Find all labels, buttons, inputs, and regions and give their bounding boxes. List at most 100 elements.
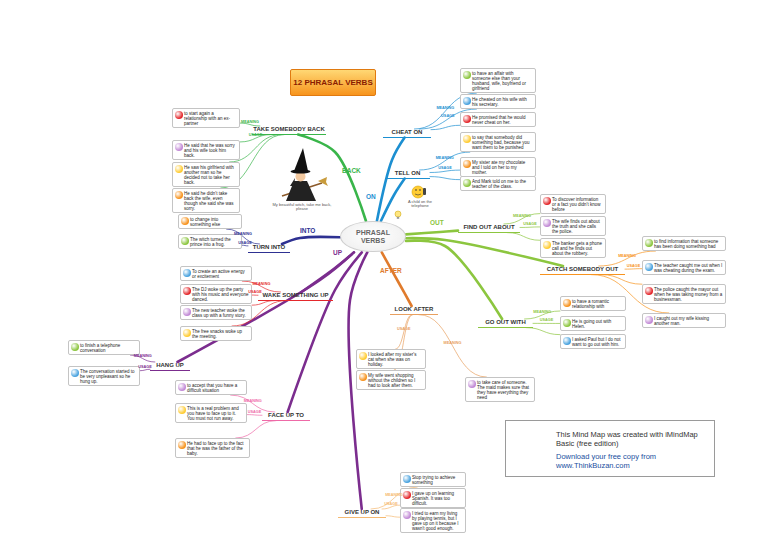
node-text: To create an active energy or excitement bbox=[192, 269, 249, 279]
phrasal-verb-branch: CHEAT ON bbox=[383, 129, 431, 138]
node-text: FACE UP TO bbox=[262, 412, 310, 419]
node-text: He said he didn't take back the wife, ev… bbox=[184, 191, 237, 211]
node-text: He had to face up to the fact that he wa… bbox=[187, 441, 247, 456]
example-card: to accept that you have a difficult situ… bbox=[175, 380, 247, 395]
phrasal-verb-branch: CATCH SOMEBODY OUT bbox=[540, 266, 625, 275]
node-text: to have an affair with someone else than… bbox=[472, 71, 533, 91]
branch-word: OUT bbox=[430, 220, 444, 227]
branch-tag: USAGE bbox=[627, 265, 641, 269]
node-text: And Mark told on me to the teacher of th… bbox=[472, 179, 533, 189]
example-card: This is a real problem and you have to f… bbox=[175, 403, 247, 423]
branch-tag: MEANING bbox=[436, 107, 454, 111]
node-text: to find information that someone has bee… bbox=[654, 239, 723, 249]
example-card: The free snacks woke up the meeting. bbox=[180, 326, 252, 341]
phrasal-verb-branch: HANG UP bbox=[150, 362, 190, 371]
main-branch bbox=[377, 138, 405, 221]
branch-word: INTO bbox=[300, 228, 315, 235]
sub-branch bbox=[520, 226, 540, 228]
node-text: to finish a telephone conversation bbox=[80, 343, 137, 353]
sub-branch bbox=[601, 275, 642, 285]
node-text: FIND OUT ABOUT bbox=[458, 224, 520, 231]
phrasal-verb-branch: TAKE SOMEBODY BACK bbox=[252, 126, 326, 135]
title-box: 12 PHRASAL VERBS bbox=[290, 69, 376, 96]
node-text: I caught out my wife kissing another man… bbox=[654, 316, 723, 326]
example-card: And Mark told on me to the teacher of th… bbox=[460, 176, 536, 191]
node-text: He cheated on his wife with his secretar… bbox=[472, 97, 533, 107]
example-card: to find information that someone has bee… bbox=[642, 236, 726, 251]
sub-branch bbox=[533, 323, 560, 324]
example-card: The conversation started to be very unpl… bbox=[68, 366, 140, 386]
node-text: He said that he was sorry and his wife t… bbox=[184, 143, 237, 158]
phone-emoji bbox=[412, 186, 426, 198]
node-text: CATCH SOMEBODY OUT bbox=[540, 266, 625, 273]
branch-tag: USAGE bbox=[438, 167, 452, 171]
central-topic: PHRASAL VERBS bbox=[340, 221, 406, 252]
node-text: The conversation started to be very unpl… bbox=[80, 369, 137, 384]
example-card: He had to face up to the fact that he wa… bbox=[175, 438, 250, 458]
example-card: The teacher caught me out when I was che… bbox=[642, 260, 726, 275]
sub-branch bbox=[625, 268, 642, 269]
picture-caption: A child on the telephone bbox=[400, 200, 440, 208]
sub-branch bbox=[526, 328, 560, 335]
example-card: The new teacher woke the class up with a… bbox=[180, 305, 252, 320]
sub-branch bbox=[386, 516, 400, 517]
node-text: to accept that you have a difficult situ… bbox=[187, 383, 244, 393]
witch-illustration bbox=[282, 148, 328, 201]
node-text: This Mind Map was created with iMindMap … bbox=[556, 430, 706, 448]
node-text: to say that somebody did something bad, … bbox=[472, 135, 533, 150]
sub-branch bbox=[430, 170, 460, 172]
node-text: He saw his girlfriend with another man s… bbox=[184, 165, 237, 185]
example-card: He said he didn't take back the wife, ev… bbox=[172, 188, 240, 213]
node-text: The new teacher woke the class up with a… bbox=[192, 308, 249, 318]
example-card: He promised that he would never cheat on… bbox=[460, 112, 536, 127]
sub-branch bbox=[140, 369, 150, 370]
picture-caption: My beautiful witch, take me back, please bbox=[272, 203, 332, 211]
branch-tag: MEANING bbox=[252, 282, 270, 286]
node-text: Download your free copy from www.ThinkBu… bbox=[556, 452, 706, 470]
node-text: TURN INTO bbox=[248, 244, 290, 251]
example-card: I gave up on learning Spanish. It was to… bbox=[400, 488, 466, 508]
example-card: The police caught the mayor out when he … bbox=[642, 284, 726, 304]
example-card: I caught out my wife kissing another man… bbox=[642, 313, 726, 328]
node-text: The witch turned the prince into a frog. bbox=[190, 237, 239, 247]
example-card: To discover information or a fact you di… bbox=[540, 194, 606, 214]
example-card: He saw his girlfriend with another man s… bbox=[172, 162, 240, 187]
node-text: I tried to earn my living by playing ten… bbox=[412, 511, 463, 531]
sub-branch bbox=[431, 125, 460, 129]
node-text: The wife finds out about the truth and s… bbox=[552, 219, 603, 234]
node-text: I asked Paul but I do not want to go out… bbox=[572, 337, 623, 347]
example-card: to change into something else bbox=[178, 214, 242, 229]
node-text: PHRASAL VERBS bbox=[344, 229, 402, 244]
example-card: The witch turned the prince into a frog. bbox=[178, 234, 242, 249]
node-text: to start again a relationship with an ex… bbox=[184, 111, 237, 126]
main-branch bbox=[382, 252, 412, 306]
example-card: The banker gets a phone call and he find… bbox=[540, 238, 606, 258]
example-card: The DJ woke up the party with his music … bbox=[180, 284, 252, 304]
example-card: to start again a relationship with an ex… bbox=[172, 108, 240, 128]
idea-bulb bbox=[395, 211, 401, 219]
sub-branch bbox=[507, 233, 540, 241]
phrasal-verb-branch: FACE UP TO bbox=[262, 412, 310, 421]
phrasal-verb-branch: FIND OUT ABOUT bbox=[458, 224, 520, 233]
example-card: to take care of someone. The maid makes … bbox=[465, 377, 535, 402]
sub-branch bbox=[419, 315, 487, 377]
branch-tag: MEANING bbox=[244, 399, 262, 403]
branch-tag: MEANING bbox=[618, 254, 636, 258]
sub-branch bbox=[252, 301, 274, 306]
node-text: LOOK AFTER bbox=[390, 306, 438, 313]
phrasal-verb-branch: GIVE UP ON bbox=[338, 509, 386, 518]
node-text: He is going out with Helen. bbox=[572, 319, 623, 329]
example-card: The wife finds out about the truth and s… bbox=[540, 216, 606, 236]
example-card: to have an affair with someone else than… bbox=[460, 68, 536, 93]
example-card: He cheated on his wife with his secretar… bbox=[460, 94, 536, 109]
phrasal-verb-branch: WAKE SOMETHING UP bbox=[258, 292, 333, 301]
node-text: My sister ate my chocolate and I told on… bbox=[472, 160, 533, 175]
node-text: The free snacks woke up the meeting. bbox=[192, 329, 249, 339]
example-card: My wife went shopping without the childr… bbox=[356, 370, 426, 390]
example-card: to finish a telephone conversation bbox=[68, 340, 140, 355]
main-branch bbox=[406, 231, 458, 235]
credit-box: This Mind Map was created with iMindMap … bbox=[505, 420, 715, 477]
node-text: TAKE SOMEBODY BACK bbox=[252, 126, 326, 133]
example-card: I asked Paul but I do not want to go out… bbox=[560, 334, 626, 349]
example-card: Stop trying to achieve something bbox=[400, 472, 466, 487]
